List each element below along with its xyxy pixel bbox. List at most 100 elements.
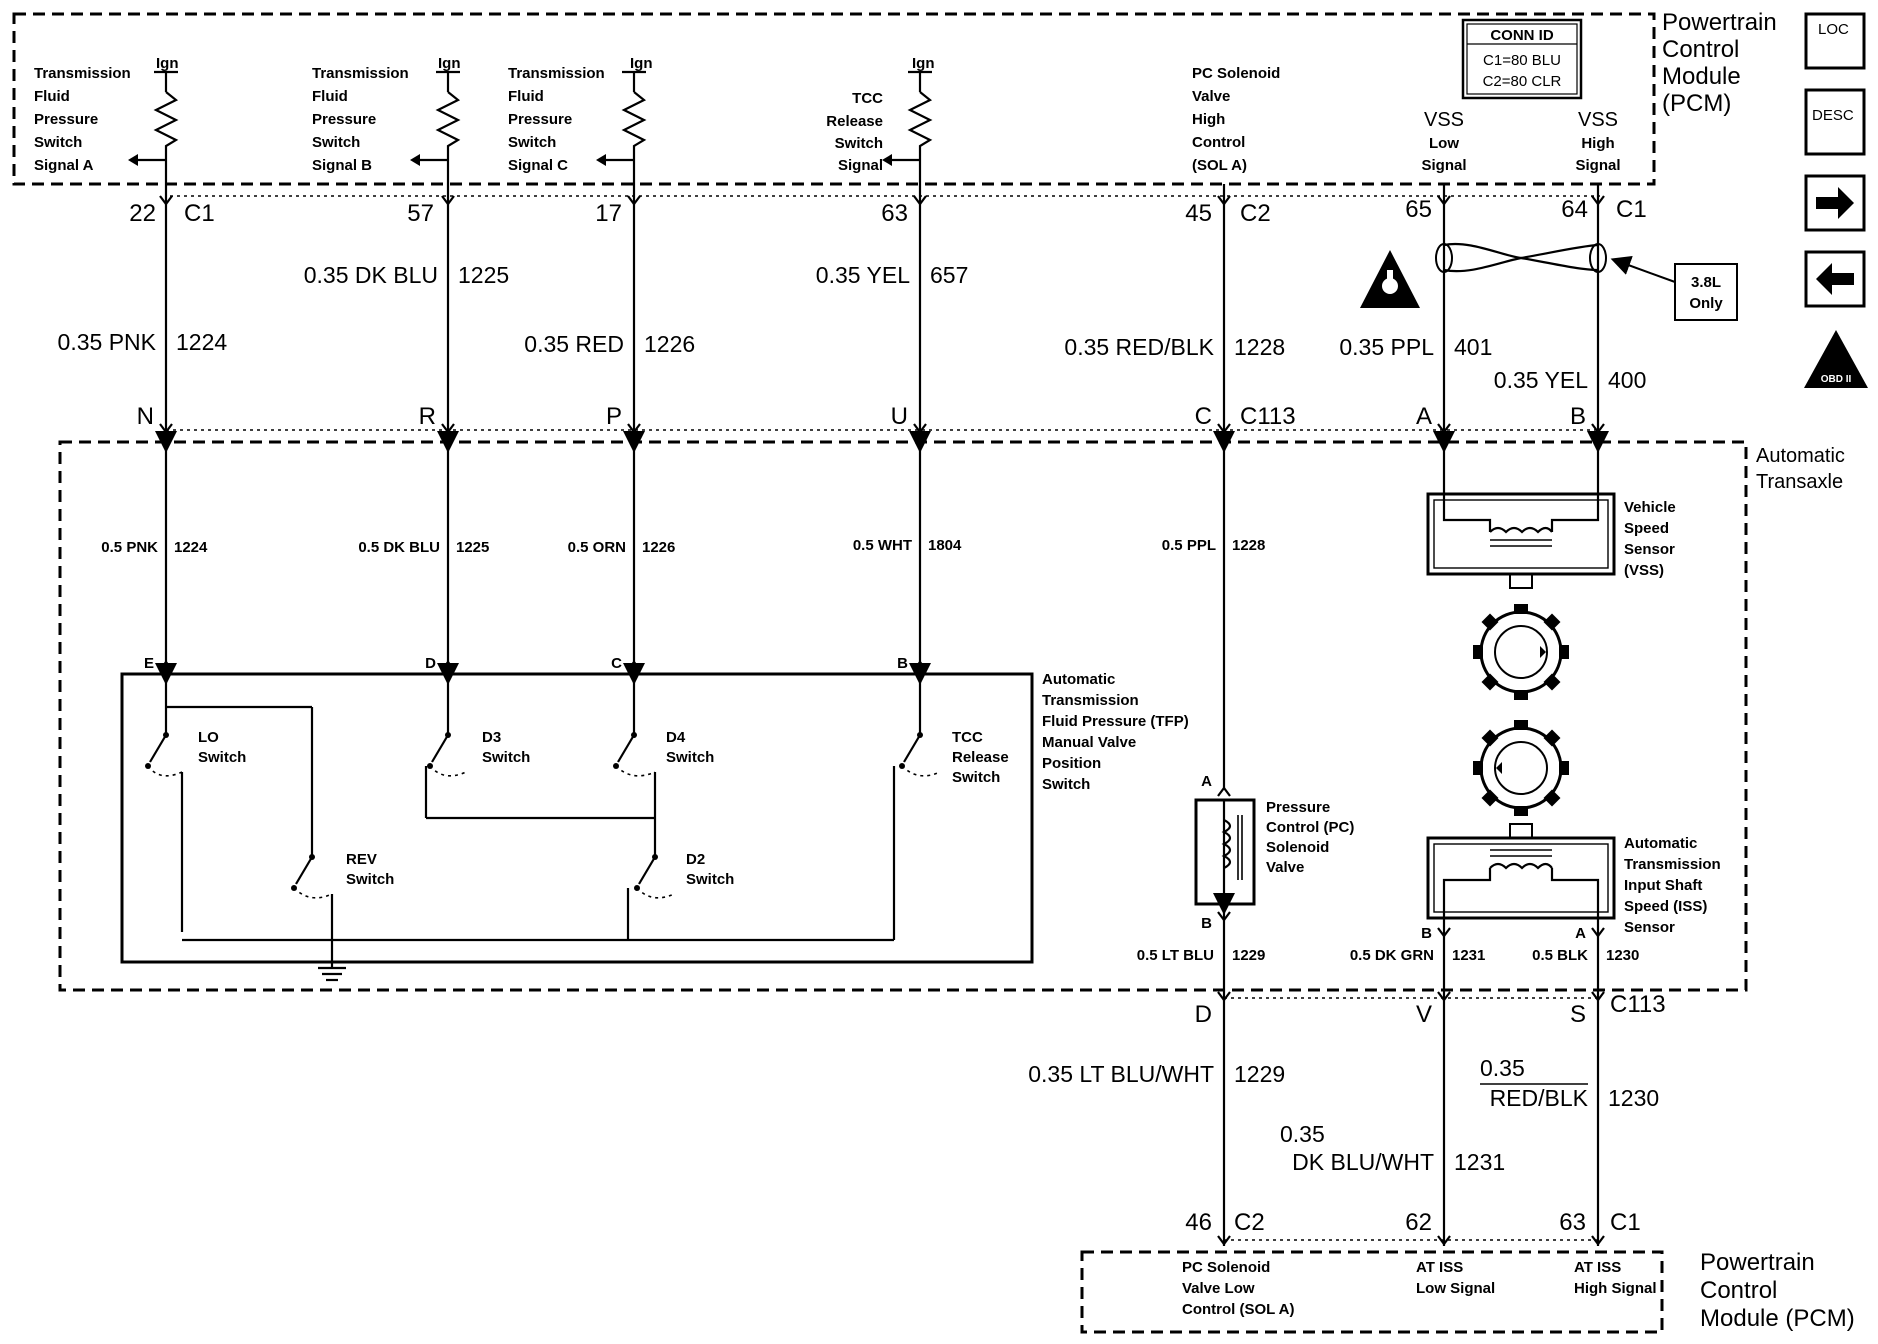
svg-text:Fluid: Fluid [508, 88, 544, 105]
svg-text:46: 46 [1185, 1209, 1212, 1236]
svg-text:RED/BLK: RED/BLK [1490, 1085, 1589, 1111]
svg-text:C1: C1 [1610, 1209, 1641, 1236]
svg-text:Ign: Ign [156, 55, 179, 72]
svg-text:Release: Release [826, 113, 883, 130]
svg-text:B: B [1570, 403, 1586, 430]
svg-text:0.5 BLK: 0.5 BLK [1532, 947, 1588, 964]
svg-text:1224: 1224 [174, 539, 208, 556]
svg-text:Powertrain: Powertrain [1700, 1249, 1815, 1276]
pcm-input-vss-high: VSS High Signal [1575, 109, 1620, 174]
svg-text:1229: 1229 [1232, 947, 1265, 964]
pcm-bottom-title: Powertrain Control Module (PCM) [1700, 1249, 1855, 1332]
svg-text:C: C [1195, 403, 1212, 430]
svg-text:Transmission: Transmission [1042, 692, 1139, 709]
svg-text:0.35 PNK: 0.35 PNK [58, 329, 157, 355]
svg-text:Transmission: Transmission [312, 65, 409, 82]
svg-text:0.35: 0.35 [1480, 1055, 1525, 1081]
svg-text:Module (PCM): Module (PCM) [1700, 1305, 1855, 1332]
svg-text:64: 64 [1561, 196, 1588, 223]
svg-text:Input Shaft: Input Shaft [1624, 877, 1702, 894]
svg-text:E: E [144, 655, 154, 672]
svg-text:1225: 1225 [456, 539, 489, 556]
svg-text:1226: 1226 [644, 331, 695, 357]
pc-solenoid: A Pressure Control (PC) Solenoid Valve B [1194, 773, 1354, 1004]
svg-text:VSS: VSS [1424, 109, 1464, 131]
svg-text:Transaxle: Transaxle [1756, 471, 1843, 493]
svg-text:C113: C113 [1610, 991, 1666, 1018]
svg-text:Automatic: Automatic [1624, 835, 1697, 852]
svg-text:REV: REV [346, 851, 377, 868]
reluctor-wheel-icon [1473, 604, 1569, 700]
pcm-bottom-outputs: PC Solenoid Valve Low Control (SOL A) AT… [1182, 1259, 1657, 1318]
svg-text:U: U [891, 403, 908, 430]
svg-text:Control: Control [1662, 36, 1739, 63]
arrow-right-icon[interactable] [1804, 174, 1866, 232]
svg-text:C2=80 CLR: C2=80 CLR [1483, 73, 1562, 90]
tfp-label: Automatic Transmission Fluid Pressure (T… [1042, 671, 1189, 793]
transaxle-wire-labels: 0.5 PNK 1224 0.5 DK BLU 1225 0.5 ORN 122… [101, 537, 1265, 556]
svg-text:Switch: Switch [482, 749, 530, 766]
svg-text:AT ISS: AT ISS [1416, 1259, 1463, 1276]
desc-icon[interactable]: DESC [1804, 88, 1866, 156]
svg-text:657: 657 [930, 262, 968, 288]
loc-icon[interactable]: LOC [1804, 12, 1866, 70]
svg-text:0.35 YEL: 0.35 YEL [1494, 367, 1588, 393]
svg-text:DK BLU/WHT: DK BLU/WHT [1292, 1149, 1434, 1175]
transaxle-bottom-wire-labels: 0.5 LT BLU 1229 0.5 DK GRN 1231 0.5 BLK … [1137, 947, 1640, 964]
svg-text:0.5 ORN: 0.5 ORN [568, 539, 626, 556]
svg-text:(SOL A): (SOL A) [1192, 157, 1247, 174]
svg-text:CONN ID: CONN ID [1490, 27, 1554, 44]
svg-text:Speed (ISS): Speed (ISS) [1624, 898, 1707, 915]
svg-text:0.5 DK BLU: 0.5 DK BLU [358, 539, 440, 556]
svg-text:A: A [1416, 403, 1432, 430]
svg-text:Transmission: Transmission [34, 65, 131, 82]
svg-text:Sensor: Sensor [1624, 919, 1675, 936]
svg-text:LOC: LOC [1818, 21, 1849, 38]
svg-text:Switch: Switch [666, 749, 714, 766]
svg-text:Valve: Valve [1192, 88, 1230, 105]
pull-up-resistor-b [410, 70, 461, 184]
svg-text:C113: C113 [1240, 403, 1296, 430]
svg-text:VSS: VSS [1578, 109, 1618, 131]
svg-text:Ign: Ign [912, 55, 935, 72]
pcm-bottom-box [1080, 1250, 1664, 1334]
svg-text:High: High [1581, 135, 1614, 152]
ground-icon [318, 962, 346, 982]
pcm-input-vss-low: VSS Low Signal [1421, 109, 1466, 174]
svg-text:TCC: TCC [852, 90, 883, 107]
transaxle-box [58, 440, 1748, 992]
svg-text:400: 400 [1608, 367, 1646, 393]
svg-text:3.8L: 3.8L [1691, 274, 1721, 291]
pcm-input-tcc-release: TCC Release Switch Signal Ign [826, 55, 934, 174]
arrow-left-icon[interactable] [1804, 250, 1866, 308]
svg-text:D: D [1195, 1001, 1212, 1028]
svg-text:0.35 RED: 0.35 RED [524, 331, 624, 357]
svg-text:Switch: Switch [686, 871, 734, 888]
svg-text:63: 63 [1559, 1209, 1586, 1236]
svg-text:Pressure: Pressure [312, 111, 376, 128]
pull-up-resistor-c [596, 70, 647, 184]
svg-text:Low Signal: Low Signal [1416, 1280, 1495, 1297]
svg-text:Switch: Switch [346, 871, 394, 888]
svg-text:D2: D2 [686, 851, 705, 868]
svg-text:0.5 PPL: 0.5 PPL [1162, 537, 1216, 554]
top-pin-numbers: 22 57 17 63 45 65 64 C1 C2 C1 [129, 196, 1646, 227]
bottom-pins: 46 62 63 C2 C1 [1185, 1209, 1641, 1246]
svg-text:(PCM): (PCM) [1662, 90, 1731, 117]
svg-text:Module: Module [1662, 63, 1741, 90]
obd2-icon[interactable]: OBD II [1804, 330, 1868, 388]
svg-text:AT ISS: AT ISS [1574, 1259, 1621, 1276]
svg-text:P: P [606, 403, 622, 430]
svg-text:Transmission: Transmission [1624, 856, 1721, 873]
svg-text:OBD II: OBD II [1821, 374, 1852, 385]
svg-text:1230: 1230 [1608, 1085, 1659, 1111]
svg-text:45: 45 [1185, 200, 1212, 227]
svg-text:17: 17 [595, 200, 622, 227]
svg-text:0.5 DK GRN: 0.5 DK GRN [1350, 947, 1434, 964]
svg-text:PC Solenoid: PC Solenoid [1192, 65, 1280, 82]
svg-text:D3: D3 [482, 729, 501, 746]
pull-up-resistor-tcc [882, 70, 933, 184]
svg-text:C: C [611, 655, 622, 672]
svg-text:High: High [1192, 111, 1225, 128]
iss-sensor: Automatic Transmission Input Shaft Speed… [1421, 823, 1721, 1004]
